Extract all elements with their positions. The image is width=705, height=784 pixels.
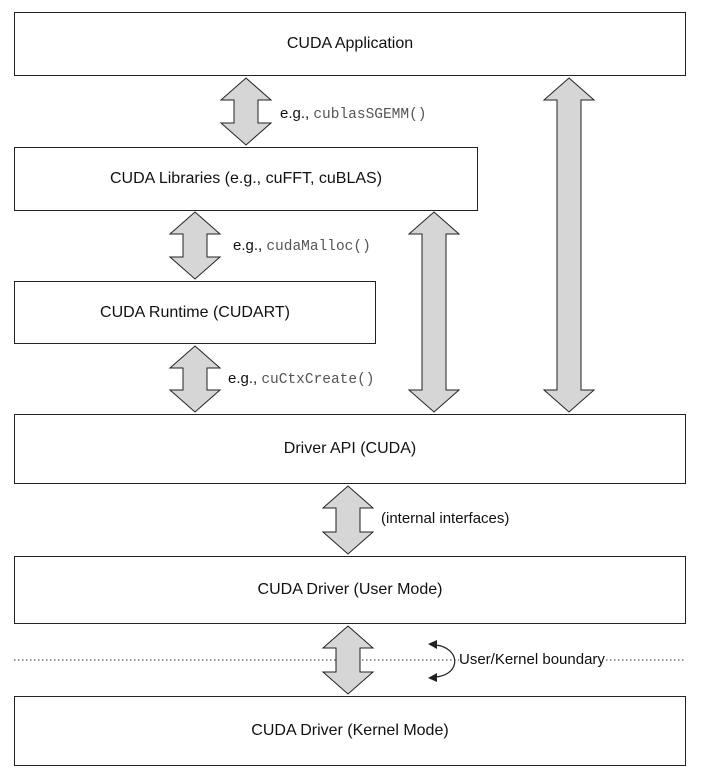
driver-api-label: Driver API (CUDA) xyxy=(283,440,417,457)
app-libs-call: cublasSGEMM() xyxy=(313,107,427,123)
user-kernel-double-arrow xyxy=(321,625,375,695)
driver-user-double-arrow xyxy=(321,485,375,555)
cuda-runtime-box: CUDA Runtime (CUDART) xyxy=(14,281,376,344)
cuda-runtime-label: CUDA Runtime (CUDART) xyxy=(100,303,290,321)
cuda-driver-kernel-box: CUDA Driver (Kernel Mode) xyxy=(14,696,686,766)
user-kernel-boundary-label: User/Kernel boundary xyxy=(459,650,605,670)
libs-runtime-eg: e.g., xyxy=(233,237,267,254)
app-libs-eg: e.g., xyxy=(280,105,314,122)
cuda-driver-kernel-label: CUDA Driver (Kernel Mode) xyxy=(251,722,449,739)
cuda-libraries-box: CUDA Libraries (e.g., cuFFT, cuBLAS) xyxy=(14,147,478,211)
runtime-driver-call: cuCtxCreate() xyxy=(261,372,375,388)
boundary-arrowhead-bottom xyxy=(428,673,437,682)
cuda-application-label: CUDA Application xyxy=(286,35,414,52)
double-arrows xyxy=(168,77,596,695)
libs-runtime-interface-label: e.g., cudaMalloc() xyxy=(233,236,371,257)
libs-runtime-double-arrow xyxy=(168,211,222,280)
boundary-curved-arrow-icon xyxy=(435,644,456,678)
app-driver-double-arrow xyxy=(542,77,596,413)
cuda-driver-user-box: CUDA Driver (User Mode) xyxy=(14,556,686,624)
app-libs-double-arrow xyxy=(219,77,273,146)
cuda-libraries-label: CUDA Libraries (e.g., cuFFT, cuBLAS) xyxy=(109,170,383,187)
app-libs-interface-label: e.g., cublasSGEMM() xyxy=(280,104,426,125)
boundary-arrowhead-top xyxy=(428,640,437,649)
runtime-driver-double-arrow xyxy=(168,345,222,413)
runtime-driver-interface-label: e.g., cuCtxCreate() xyxy=(228,369,374,390)
cuda-application-box: CUDA Application xyxy=(14,12,686,76)
internal-interfaces-label: (internal interfaces) xyxy=(381,510,510,527)
libs-runtime-call: cudaMalloc() xyxy=(266,239,371,255)
driver-api-box: Driver API (CUDA) xyxy=(14,414,686,484)
cuda-driver-user-label: CUDA Driver (User Mode) xyxy=(257,581,443,598)
runtime-driver-eg: e.g., xyxy=(228,370,262,387)
libs-driver-double-arrow xyxy=(407,211,461,413)
